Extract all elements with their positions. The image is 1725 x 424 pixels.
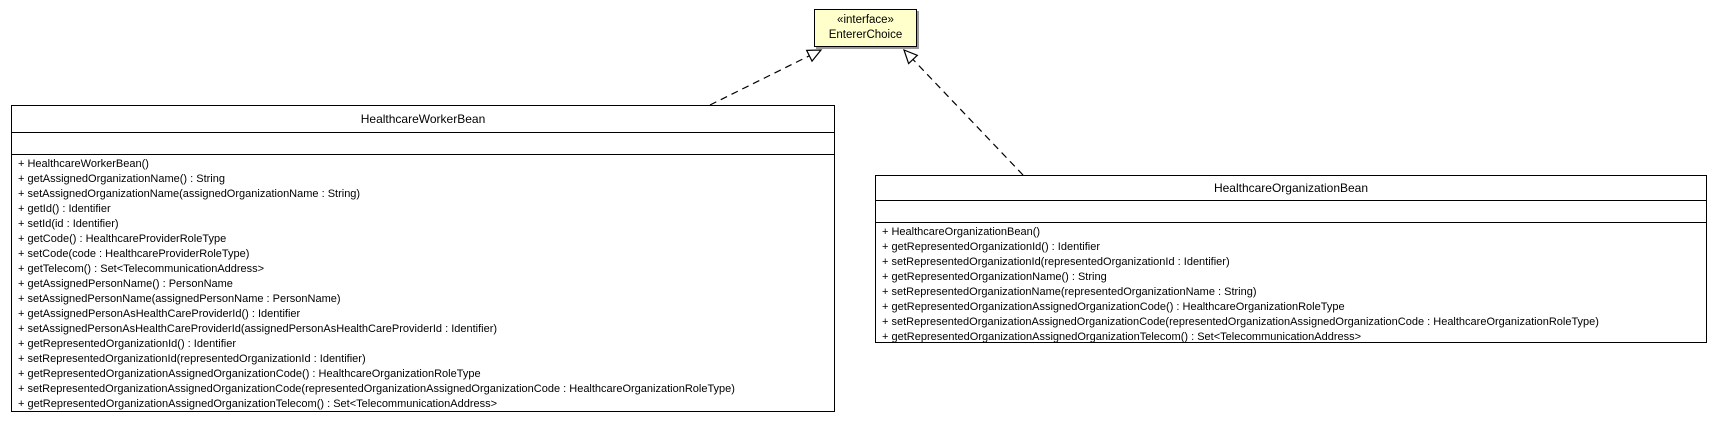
class-node-healthcareorganizationbean: HealthcareOrganizationBean + HealthcareO… [875,175,1707,343]
method-item: + getRepresentedOrganizationAssignedOrga… [18,368,481,380]
interface-stereotype: «interface» [837,14,894,26]
class-node-healthcareworkerbean: HealthcareWorkerBean + HealthcareWorkerB… [11,105,835,412]
method-item: + getCode() : HealthcareProviderRoleType [18,233,227,245]
method-item: + getRepresentedOrganizationId() : Ident… [882,241,1100,253]
method-item: + setRepresentedOrganizationAssignedOrga… [882,316,1599,328]
method-item: + setCode(code : HealthcareProviderRoleT… [18,248,250,260]
method-item: + getRepresentedOrganizationAssignedOrga… [18,398,498,410]
interface-node-entererchoice: «interface» EntererChoice [814,9,917,47]
method-item: + getAssignedOrganizationName() : String [18,173,225,185]
method-item: + HealthcareOrganizationBean() [882,226,1041,238]
method-item: + setAssignedPersonName(assignedPersonNa… [18,293,341,305]
realization-arrow-organization-to-interface [903,48,1024,176]
attributes-compartment [12,133,834,155]
method-item: + getRepresentedOrganizationId() : Ident… [18,338,236,350]
method-item: + setAssignedOrganizationName(assignedOr… [18,188,361,200]
method-item: + setRepresentedOrganizationId(represent… [18,353,366,365]
method-item: + setRepresentedOrganizationName(represe… [882,286,1257,298]
methods-compartment: + HealthcareOrganizationBean() + getRepr… [876,223,1706,342]
interface-name: EntererChoice [828,29,903,41]
method-item: + getRepresentedOrganizationAssignedOrga… [882,331,1362,342]
realization-arrow-worker-to-interface [709,49,823,106]
class-name: HealthcareWorkerBean [12,106,834,133]
method-item: + getRepresentedOrganizationAssignedOrga… [882,301,1345,313]
method-item: + setRepresentedOrganizationId(represent… [882,256,1230,268]
method-item: + setId(id : Identifier) [18,218,119,230]
method-item: + getRepresentedOrganizationName() : Str… [882,271,1107,283]
method-item: + getAssignedPersonName() : PersonName [18,278,233,290]
method-item: + getId() : Identifier [18,203,111,215]
attributes-compartment [876,201,1706,223]
methods-compartment: + HealthcareWorkerBean() + getAssignedOr… [12,155,834,411]
method-item: + getTelecom() : Set<TelecommunicationAd… [18,263,265,275]
method-item: + getAssignedPersonAsHealthCareProviderI… [18,308,301,320]
method-item: + setRepresentedOrganizationAssignedOrga… [18,383,735,395]
class-name: HealthcareOrganizationBean [876,176,1706,201]
method-item: + setAssignedPersonAsHealthCareProviderI… [18,323,498,335]
method-item: + HealthcareWorkerBean() [18,158,149,170]
